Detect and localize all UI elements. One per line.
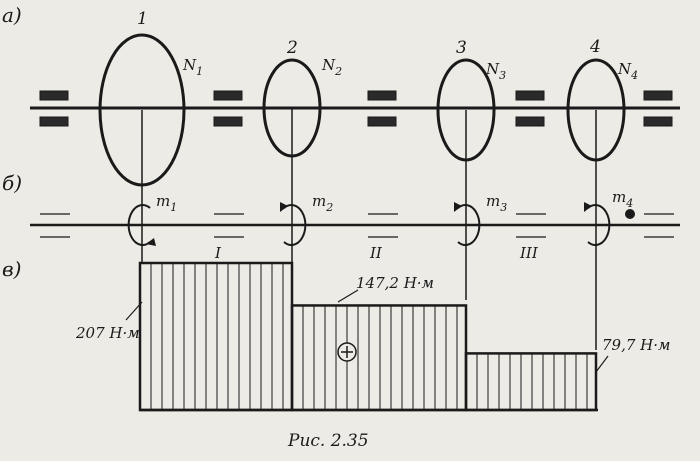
pulley-number: 3 xyxy=(456,38,467,58)
moment-label: m3 xyxy=(486,192,507,214)
value-label-left: 207 Н·м xyxy=(75,324,140,342)
pulley-1: 1 N1 xyxy=(98,9,203,187)
shaft-a xyxy=(30,90,680,127)
moment-label: m2 xyxy=(312,192,333,214)
section-label-3: III xyxy=(519,244,539,262)
torque-bar-III xyxy=(464,352,598,412)
pulley-2: 2 N2 xyxy=(262,38,342,158)
moment-label: m1 xyxy=(156,192,177,214)
torque-bar-I xyxy=(138,261,294,412)
support-hatching xyxy=(40,213,674,238)
moment-m4: m4 xyxy=(584,188,635,246)
projection-lines xyxy=(141,108,597,350)
pulley-3: 3 N3 xyxy=(436,38,506,162)
pulley-number: 1 xyxy=(137,9,148,29)
pulley-load: N3 xyxy=(485,60,506,82)
moment-m2: m2 xyxy=(280,192,333,246)
section-labels: I II III xyxy=(214,244,539,262)
pulley-4: 4 N4 xyxy=(566,37,638,162)
value-label-middle: 147,2 Н·м xyxy=(356,274,434,292)
pulley-load: N1 xyxy=(182,56,203,78)
torque-bar-II xyxy=(290,304,468,412)
pulley-load: N4 xyxy=(617,60,638,82)
value-label-right: 79,7 Н·м xyxy=(602,336,670,354)
figure-caption: Рис. 2.35 xyxy=(287,431,369,451)
moment-m3: m3 xyxy=(454,192,507,246)
section-label-1: I xyxy=(214,244,222,262)
pulley-number: 2 xyxy=(286,38,298,58)
shaft-b: I II III xyxy=(30,213,680,262)
moment-label: m4 xyxy=(612,188,633,210)
row-label-c: в) xyxy=(2,257,21,281)
torque-bars xyxy=(138,261,598,412)
row-label-a: а) xyxy=(2,3,22,27)
pulley-load: N2 xyxy=(321,56,342,78)
value-annotations: 207 Н·м 147,2 Н·м 79,7 Н·м xyxy=(75,274,670,373)
section-label-2: II xyxy=(369,244,383,262)
moment-m1: m1 xyxy=(127,192,177,246)
row-label-b: б) xyxy=(2,171,22,195)
pulley-number: 4 xyxy=(589,37,601,57)
bearing xyxy=(39,90,673,127)
